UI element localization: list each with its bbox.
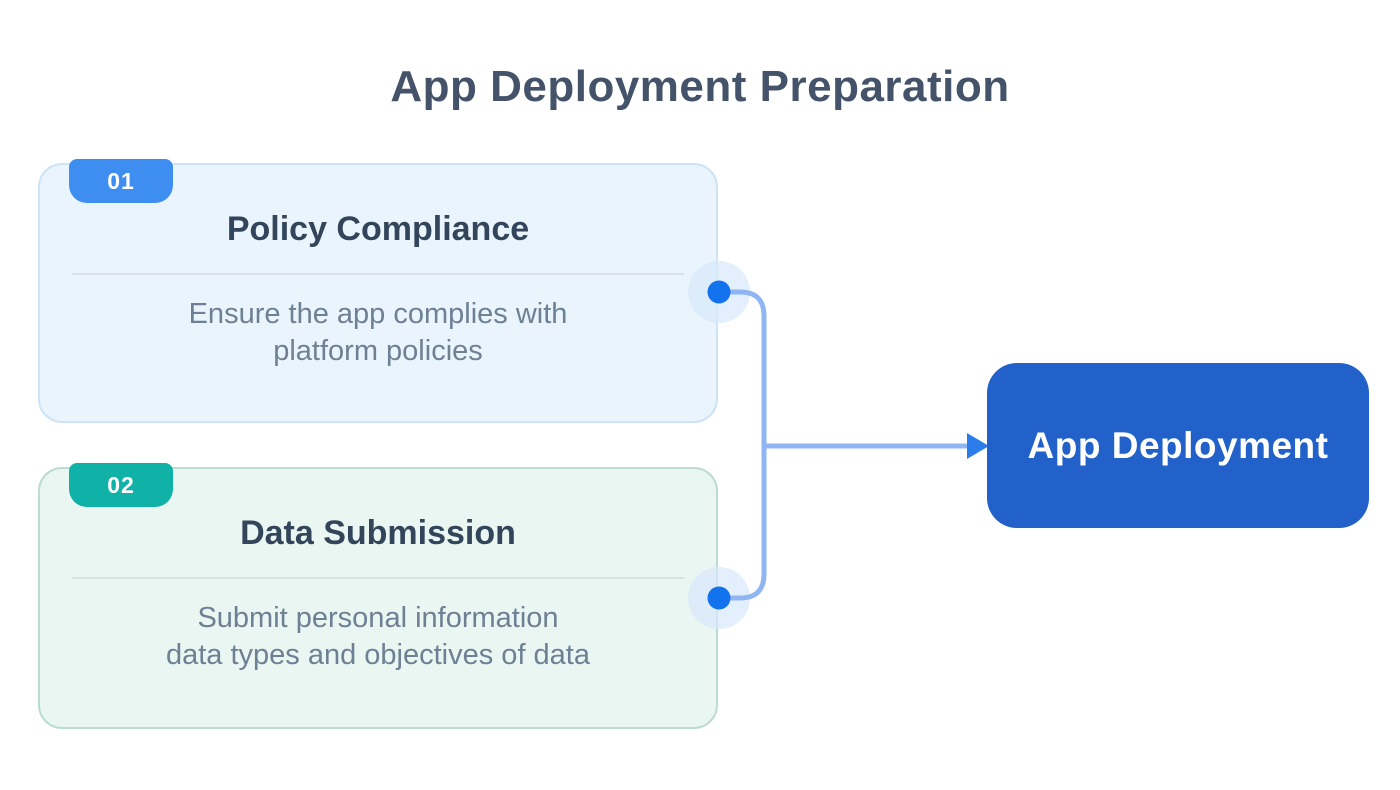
step-number-badge-01: 01 <box>69 159 173 203</box>
card-divider <box>72 576 684 579</box>
step-title-policy-compliance: Policy Compliance <box>226 210 530 248</box>
step-card-data-submission: 02 Data Submission Submit personal infor… <box>38 463 718 729</box>
result-label: App Deployment <box>1027 424 1329 466</box>
result-node-app-deployment: App Deployment <box>987 363 1369 528</box>
step-description-data-submission: Submit personal information data types a… <box>60 600 696 674</box>
arrow-head-icon <box>967 433 989 459</box>
description-line: platform policies <box>273 334 483 367</box>
description-line: data types and objectives of data <box>165 638 590 671</box>
step-description-policy-compliance: Ensure the app complies with platform po… <box>60 296 696 370</box>
step-title-data-submission: Data Submission <box>240 514 516 552</box>
description-line: Submit personal information <box>197 601 559 634</box>
step-number-badge-02: 02 <box>69 463 173 507</box>
page-title: App Deployment Preparation <box>390 62 1010 111</box>
card-divider <box>72 272 684 275</box>
step-card-policy-compliance: 01 Policy Compliance Ensure the app comp… <box>38 159 718 423</box>
description-line: Ensure the app complies with <box>188 297 568 330</box>
connector-bracket-path <box>716 289 767 601</box>
